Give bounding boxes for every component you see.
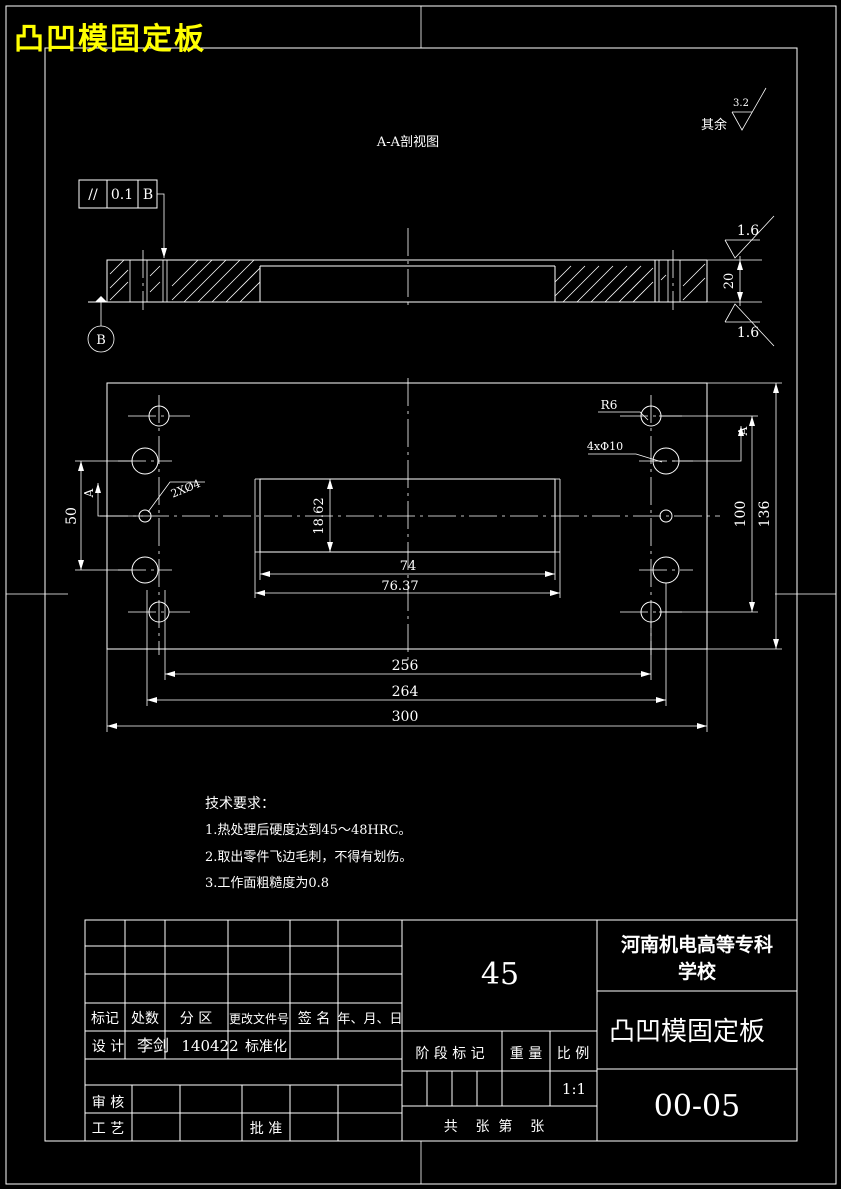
plan-view [100, 378, 782, 660]
school-line1: 河南机电高等专科 [621, 933, 773, 956]
dim-100: 100 [733, 501, 749, 528]
tolerance-value: 0.1 [111, 187, 133, 203]
roughness-other-label: 其余 [701, 117, 727, 133]
section-hatch [109, 259, 706, 303]
roughness-other-symbol [731, 87, 767, 131]
tb-designer: 李剑 [137, 1036, 169, 1055]
dim-136: 136 [757, 501, 773, 528]
outer-border [5, 5, 837, 1185]
tb-biaozhunhua: 标准化 [245, 1039, 287, 1055]
tolerance-symbol: // [88, 187, 98, 203]
tb-nianyue: 年、月、日 [337, 1012, 402, 1027]
tb-bili: 比 例 [557, 1046, 589, 1062]
dim-264: 264 [392, 684, 419, 700]
tb-qianming: 签 名 [298, 1010, 330, 1027]
school-line2: 学校 [678, 960, 717, 983]
section-label: A-A剖视图 [376, 135, 439, 150]
thickness-dimension [737, 256, 743, 306]
tb-sheets: 共 张 第 张 [444, 1118, 545, 1135]
note-2: 2.取出零件飞边毛刺，不得有划伤。 [205, 849, 412, 865]
tb-sheji: 设 计 [92, 1039, 124, 1055]
datum-b-symbol [87, 296, 115, 353]
dimension-lines [75, 383, 779, 732]
section-mark-left: A [82, 488, 96, 498]
note-1: 1.热处理后硬度达到45～48HRC。 [205, 822, 412, 838]
roughness-other-value: 3.2 [733, 98, 749, 109]
dim-50: 50 [64, 507, 80, 525]
datum-b-label: B [96, 333, 106, 348]
tb-jieduan: 阶 段 标 记 [415, 1046, 484, 1062]
tb-gengai: 更改文件号 [229, 1011, 289, 1026]
section-mark-right: A [736, 426, 750, 436]
roughness-top-symbol [724, 215, 775, 259]
roughness-bottom-symbol [724, 303, 775, 347]
tolerance-frame [78, 179, 167, 258]
dim-thickness: 20 [722, 273, 737, 290]
material: 45 [481, 957, 519, 992]
dim-300: 300 [392, 709, 419, 725]
dim-256: 256 [392, 658, 419, 674]
dim-r6: R6 [601, 398, 618, 412]
tolerance-datum: B [143, 187, 153, 203]
dim-18-62: 18.62 [312, 497, 327, 534]
roughness-bottom-value: 1.6 [737, 325, 759, 341]
drawing-number: 00-05 [654, 1089, 740, 1124]
tb-fenqu: 分 区 [180, 1011, 212, 1027]
drawing-title: 凸凹模固定板 [14, 22, 206, 57]
dim-74: 74 [400, 559, 417, 574]
part-name: 凸凹模固定板 [609, 1017, 765, 1047]
tb-shenhe: 审 核 [92, 1095, 124, 1111]
tb-date: 140422 [181, 1037, 238, 1055]
tb-scale: 1:1 [562, 1080, 586, 1098]
section-view [106, 228, 762, 310]
note-3: 3.工作面粗糙度为0.8 [205, 875, 329, 891]
notes-heading: 技术要求： [205, 796, 275, 812]
dim-2-holes: 2XØ4 [169, 477, 202, 501]
tb-pizhun: 批 准 [250, 1121, 282, 1137]
title-block-grid [84, 919, 798, 1142]
dim-76-37: 76.37 [381, 579, 418, 594]
dim-4-holes: 4xΦ10 [587, 440, 623, 453]
tb-zhongliang: 重 量 [510, 1046, 542, 1062]
tb-chushu: 处数 [131, 1011, 159, 1027]
tb-biaoji: 标记 [91, 1011, 119, 1027]
roughness-top-value: 1.6 [737, 223, 759, 239]
tb-gongyi: 工 艺 [92, 1121, 124, 1137]
